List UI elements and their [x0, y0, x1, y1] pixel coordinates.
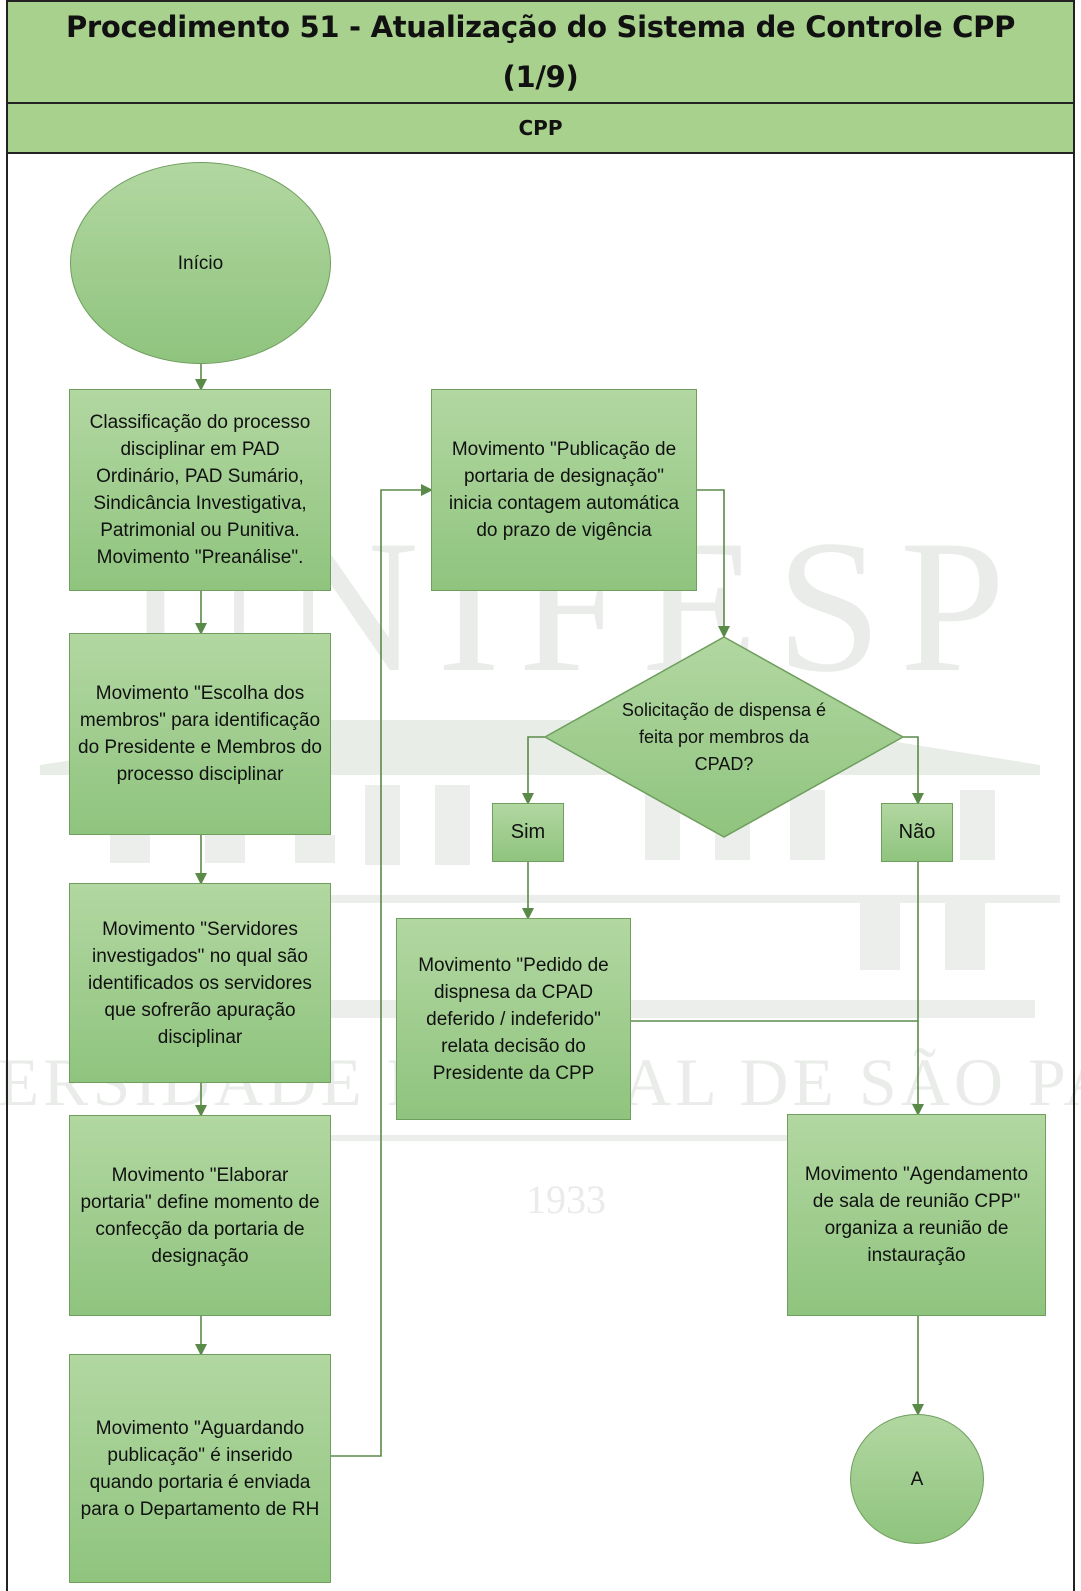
step-agendamento-text: Movimento "Agendamento de sala de reuniã… [804, 1164, 1029, 1266]
swimlane-header: CPP [6, 102, 1075, 154]
step-escolha-membros-text: Movimento "Escolha dos membros" para ide… [78, 683, 322, 785]
step-classificacao: Classificação do processo disciplinar em… [69, 389, 331, 591]
step-publicacao-portaria: Movimento "Publicação de portaria de des… [431, 389, 697, 591]
diagram-frame [6, 0, 1075, 1591]
arrow-publicacao-to-decisao [697, 489, 730, 638]
off-page-connector: A [850, 1414, 984, 1544]
branch-sim: Sim [492, 803, 564, 862]
step-aguardando-text: Movimento "Aguardando publicação" é inse… [80, 1417, 320, 1520]
start-label: Início [177, 252, 224, 274]
start-terminator: Início [70, 162, 331, 364]
swimlane-label: CPP [518, 116, 563, 140]
step-classificacao-text: Classificação do processo disciplinar em… [89, 412, 311, 568]
decision-label: Solicitação de dispensa é feita por memb… [621, 699, 827, 774]
step-pedido-text: Movimento "Pedido de dispnesa da CPAD de… [418, 954, 609, 1084]
decision-text: Solicitação de dispensa é feita por memb… [610, 695, 838, 779]
arrow-decisao-to-sim [522, 736, 545, 805]
step-elaborar-portaria: Movimento "Elaborar portaria" define mom… [69, 1115, 331, 1316]
step-agendamento-sala: Movimento "Agendamento de sala de reuniã… [787, 1114, 1046, 1316]
step-servidores-investigados: Movimento "Servidores investigados" no q… [69, 883, 331, 1083]
branch-nao: Não [881, 803, 953, 862]
connector-label: A [910, 1468, 924, 1490]
step-aguardando-publicacao: Movimento "Aguardando publicação" é inse… [69, 1354, 331, 1583]
branch-nao-label: Não [898, 821, 936, 843]
branch-sim-label: Sim [510, 821, 546, 843]
step-elaborar-text: Movimento "Elaborar portaria" define mom… [80, 1164, 320, 1267]
step-servidores-text: Movimento "Servidores investigados" no q… [88, 918, 312, 1048]
page-title: Procedimento 51 - Atualização do Sistema… [65, 10, 1016, 94]
decision-diamond [543, 636, 905, 838]
arrow-decisao-to-nao [903, 736, 924, 805]
step-publicacao-text: Movimento "Publicação de portaria de des… [448, 439, 680, 541]
step-escolha-membros: Movimento "Escolha dos membros" para ide… [69, 633, 331, 835]
arrow-aguardando-to-publicacao [331, 484, 433, 1457]
step-pedido-dispensa: Movimento "Pedido de dispnesa da CPAD de… [396, 918, 631, 1120]
